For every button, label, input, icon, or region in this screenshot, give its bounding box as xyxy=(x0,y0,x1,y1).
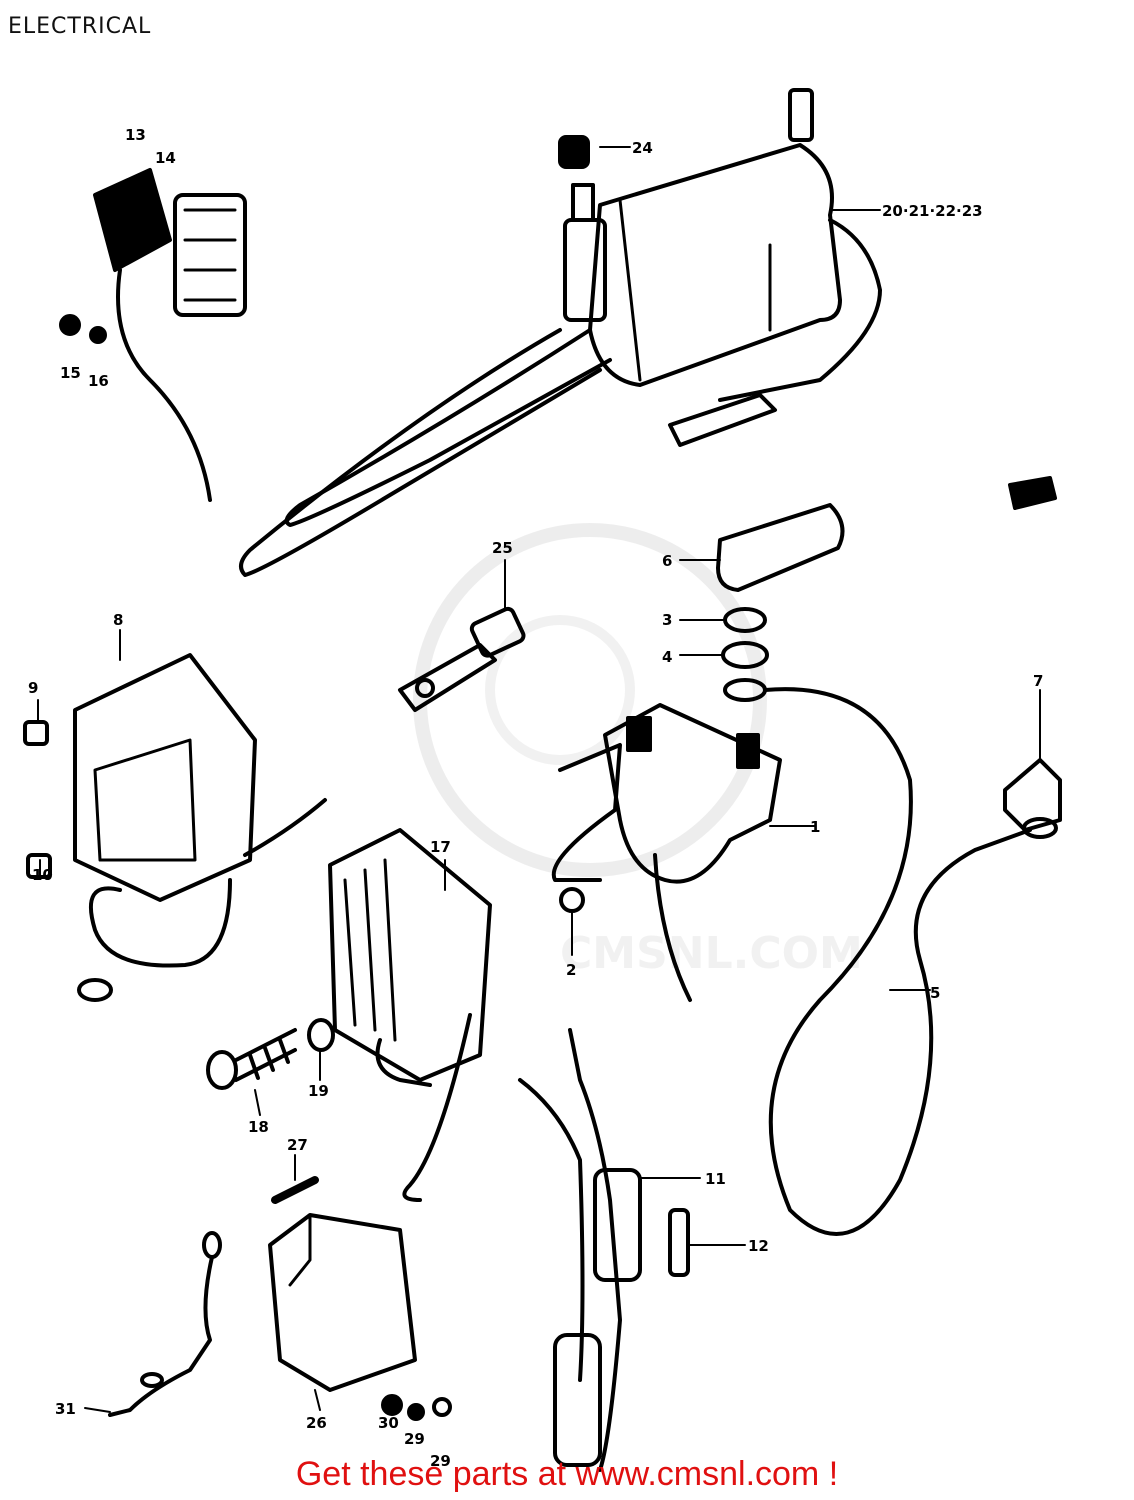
starter-relay-13[interactable] xyxy=(59,168,247,502)
washer-29a[interactable] xyxy=(407,1403,425,1421)
watermark-logo: CMSNL.COM xyxy=(413,523,863,979)
callout-5: 5 xyxy=(930,984,940,1002)
callout-25: 25 xyxy=(492,539,513,557)
washer-19[interactable] xyxy=(307,1018,335,1052)
callout-3: 3 xyxy=(662,611,672,629)
watermark-text: CMSNL.COM xyxy=(560,928,863,979)
terminal-cap-6[interactable] xyxy=(716,503,845,592)
callout-24: 24 xyxy=(632,139,653,157)
washer-29b[interactable] xyxy=(432,1397,452,1417)
callout-30: 30 xyxy=(378,1414,399,1432)
callout-11: 11 xyxy=(705,1170,726,1188)
fuse-12[interactable] xyxy=(668,1208,690,1277)
callout-18: 18 xyxy=(248,1118,269,1136)
bolt-9[interactable] xyxy=(23,720,49,746)
callout-12: 12 xyxy=(748,1237,769,1255)
callout-20-23: 20·21·22·23 xyxy=(882,202,983,220)
callout-labels: 1 2 3 4 5 6 7 8 9 10 11 12 13 14 15 16 1… xyxy=(28,126,1043,1470)
screw-30[interactable] xyxy=(381,1394,403,1416)
callout-13: 13 xyxy=(125,126,146,144)
callout-27: 27 xyxy=(287,1136,308,1154)
callout-29b: 29 xyxy=(430,1452,451,1470)
callout-9: 9 xyxy=(28,679,38,697)
screw-18[interactable] xyxy=(206,1028,297,1090)
leader-lines xyxy=(37,146,1041,1413)
ignition-coil[interactable] xyxy=(239,88,882,577)
relay-26[interactable] xyxy=(268,1213,417,1392)
screw-2[interactable] xyxy=(559,887,585,913)
callout-1: 1 xyxy=(810,818,820,836)
regulator-17[interactable] xyxy=(328,828,492,1202)
starter-relay-1[interactable] xyxy=(551,703,782,1002)
callout-8: 8 xyxy=(113,611,123,629)
callout-16: 16 xyxy=(88,372,109,390)
callout-31: 31 xyxy=(55,1400,76,1418)
page-title: ELECTRICAL xyxy=(8,14,152,39)
terminal-25[interactable] xyxy=(398,606,526,712)
spark-plug-cap-small[interactable] xyxy=(1008,476,1057,510)
fuse-holder-11[interactable] xyxy=(518,1028,642,1472)
callout-26: 26 xyxy=(306,1414,327,1432)
callout-10: 10 xyxy=(32,866,53,884)
callout-2: 2 xyxy=(566,961,576,979)
resistor-27[interactable] xyxy=(271,1176,319,1204)
footer-link[interactable]: Get these parts at www.cmsnl.com ! xyxy=(295,1455,839,1493)
lead-wire-31[interactable] xyxy=(108,1231,222,1417)
callout-19: 19 xyxy=(308,1082,329,1100)
callout-6: 6 xyxy=(662,552,672,570)
callout-17: 17 xyxy=(430,838,451,856)
callout-15: 15 xyxy=(60,364,81,382)
callout-7: 7 xyxy=(1033,672,1043,690)
callout-4: 4 xyxy=(662,648,672,666)
battery-case-8[interactable] xyxy=(73,653,327,1002)
callout-29a: 29 xyxy=(404,1430,425,1448)
callout-14: 14 xyxy=(155,149,176,167)
